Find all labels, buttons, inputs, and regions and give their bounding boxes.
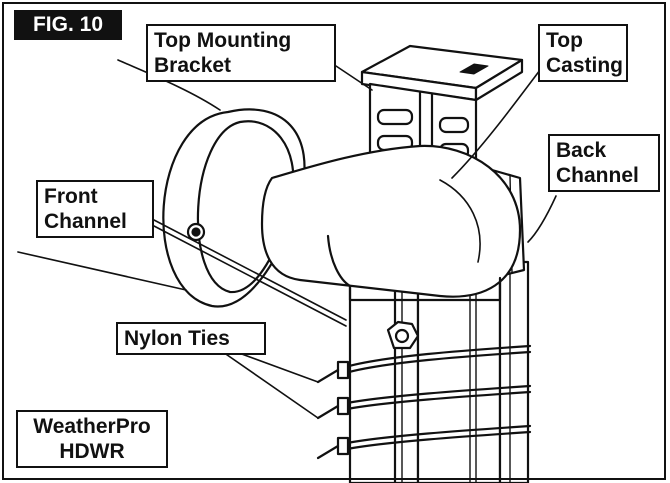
label-nylon-ties: Nylon Ties	[116, 322, 266, 355]
cable-line	[17, 251, 187, 291]
figure-tag: FIG. 10	[14, 10, 122, 40]
label-back-channel: Back Channel	[548, 134, 660, 192]
label-top-mounting-bracket: Top Mounting Bracket	[146, 24, 336, 82]
mast-channels	[348, 260, 530, 483]
label-front-channel: Front Channel	[36, 180, 154, 238]
top-casting	[260, 144, 522, 302]
front-channel-bolt	[386, 320, 420, 350]
nylon-ties	[316, 344, 532, 460]
label-model: WeatherPro HDWR	[16, 410, 168, 468]
leader-lines	[117, 59, 557, 419]
label-top-casting: Top Casting	[538, 24, 628, 82]
